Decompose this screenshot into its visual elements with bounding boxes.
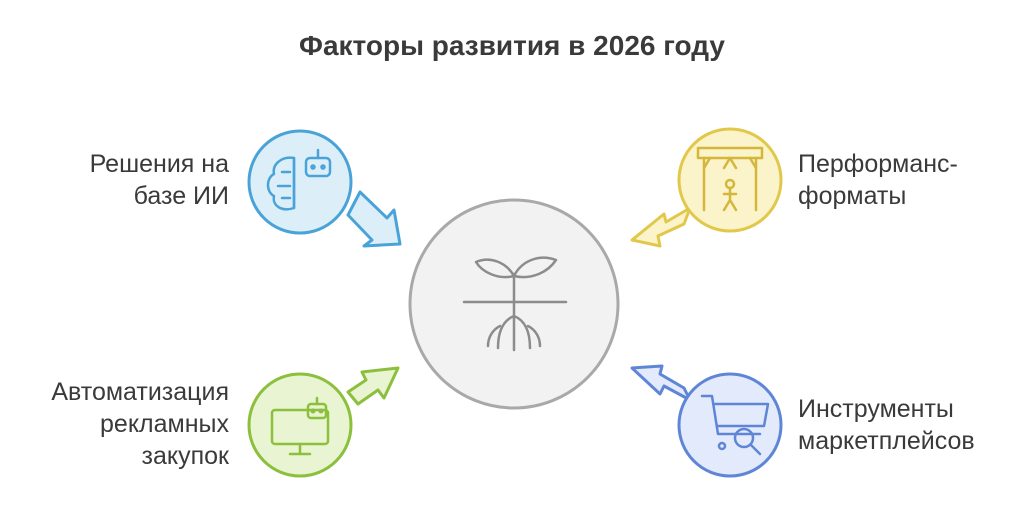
factor-label-line: Автоматизация <box>51 378 229 406</box>
factor-label-line: форматы <box>798 182 907 210</box>
factor-label-line: Решения на <box>89 150 229 178</box>
sprout-icon <box>462 256 568 352</box>
factor-label-line: базе ИИ <box>133 182 229 210</box>
stage-spotlight-icon <box>696 146 764 212</box>
factor-label-line: Инструменты <box>798 395 954 423</box>
factor-label-marketplaces: Инструменты маркетплейсов <box>798 393 975 457</box>
factor-node-automation <box>247 366 400 478</box>
factor-node-marketplaces <box>630 364 783 478</box>
cart-search-icon <box>700 394 770 456</box>
factor-label-performance: Перформанс- форматы <box>798 148 958 212</box>
factor-label-line: Перформанс- <box>798 150 958 178</box>
factor-label-automation: Автоматизация рекламных закупок <box>51 376 229 472</box>
factor-label-line: закупок <box>141 442 229 470</box>
brain-robot-icon <box>266 148 332 211</box>
factor-label-line: маркетплейсов <box>798 427 975 455</box>
diagram-title: Факторы развития в 2026 году <box>299 30 725 61</box>
factor-label-line: рекламных <box>100 410 229 438</box>
factor-node-performance <box>630 127 783 248</box>
factor-node-ai <box>247 129 402 248</box>
factor-label-ai: Решения на базе ИИ <box>90 148 229 212</box>
center-node <box>408 198 620 410</box>
monitor-robot-icon <box>270 396 330 456</box>
